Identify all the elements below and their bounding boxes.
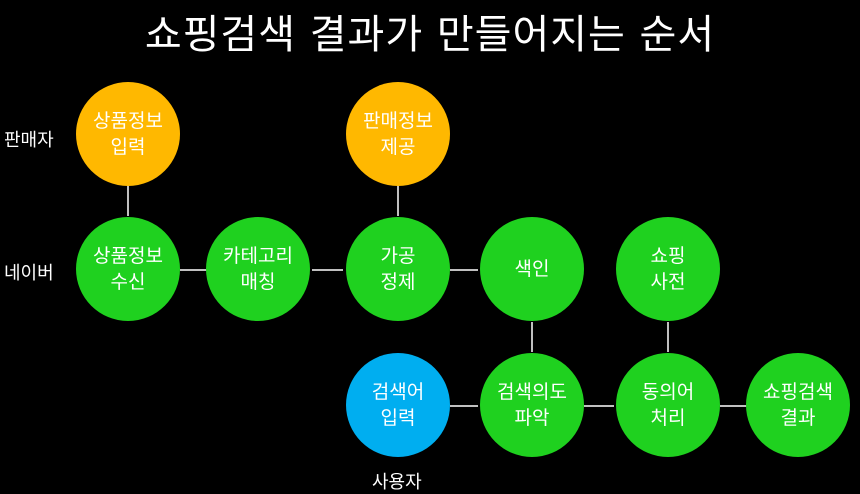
connector-lines (127, 185, 748, 407)
node-shopping-dictionary: 쇼핑 사전 (616, 217, 720, 321)
node-label-line1: 상품정보 (93, 245, 163, 267)
node-label-line1: 동의어 (641, 381, 695, 403)
node-label-line2: 입력 (110, 136, 146, 158)
node-processing-refine: 가공 정제 (346, 217, 450, 321)
node-label-line2: 처리 (650, 407, 686, 429)
row-label-naver: 네이버 (4, 263, 54, 284)
node-label-line1: 상품정보 (93, 110, 163, 132)
node-label-line1: 색인 (514, 258, 550, 280)
node-label-line1: 검색의도 (497, 381, 567, 403)
node-product-info-receive: 상품정보 수신 (76, 217, 180, 321)
node-label-line2: 입력 (380, 407, 416, 429)
node-label-line1: 검색어 (371, 381, 425, 403)
node-search-intent: 검색의도 파악 (480, 353, 584, 457)
node-shopping-search-result: 쇼핑검색 결과 (746, 353, 850, 457)
node-label-line1: 가공 (380, 245, 416, 267)
node-label-line2: 수신 (110, 271, 146, 293)
row-label-seller: 판매자 (4, 130, 54, 151)
node-label-line2: 사전 (650, 271, 686, 293)
node-label-line1: 판매정보 (363, 110, 433, 132)
node-label-line1: 쇼핑 (650, 245, 686, 267)
node-product-info-input: 상품정보 입력 (76, 82, 180, 186)
row-label-user: 사용자 (372, 472, 422, 493)
node-label-line2: 결과 (780, 407, 816, 429)
node-label-line2: 파악 (514, 407, 550, 429)
node-search-query-input: 검색어 입력 (346, 353, 450, 457)
node-category-matching: 카테고리 매칭 (206, 217, 310, 321)
diagram-title: 쇼핑검색 결과가 만들어지는 순서 (144, 12, 716, 58)
node-label-line2: 매칭 (240, 271, 276, 293)
node-synonym-processing: 동의어 처리 (616, 353, 720, 457)
node-sales-info-provide: 판매정보 제공 (346, 82, 450, 186)
node-label-line2: 정제 (380, 271, 416, 293)
node-label-line1: 쇼핑검색 (763, 381, 833, 403)
node-label-line2: 제공 (380, 136, 416, 158)
node-label-line1: 카테고리 (223, 245, 293, 267)
node-indexing: 색인 (480, 217, 584, 321)
